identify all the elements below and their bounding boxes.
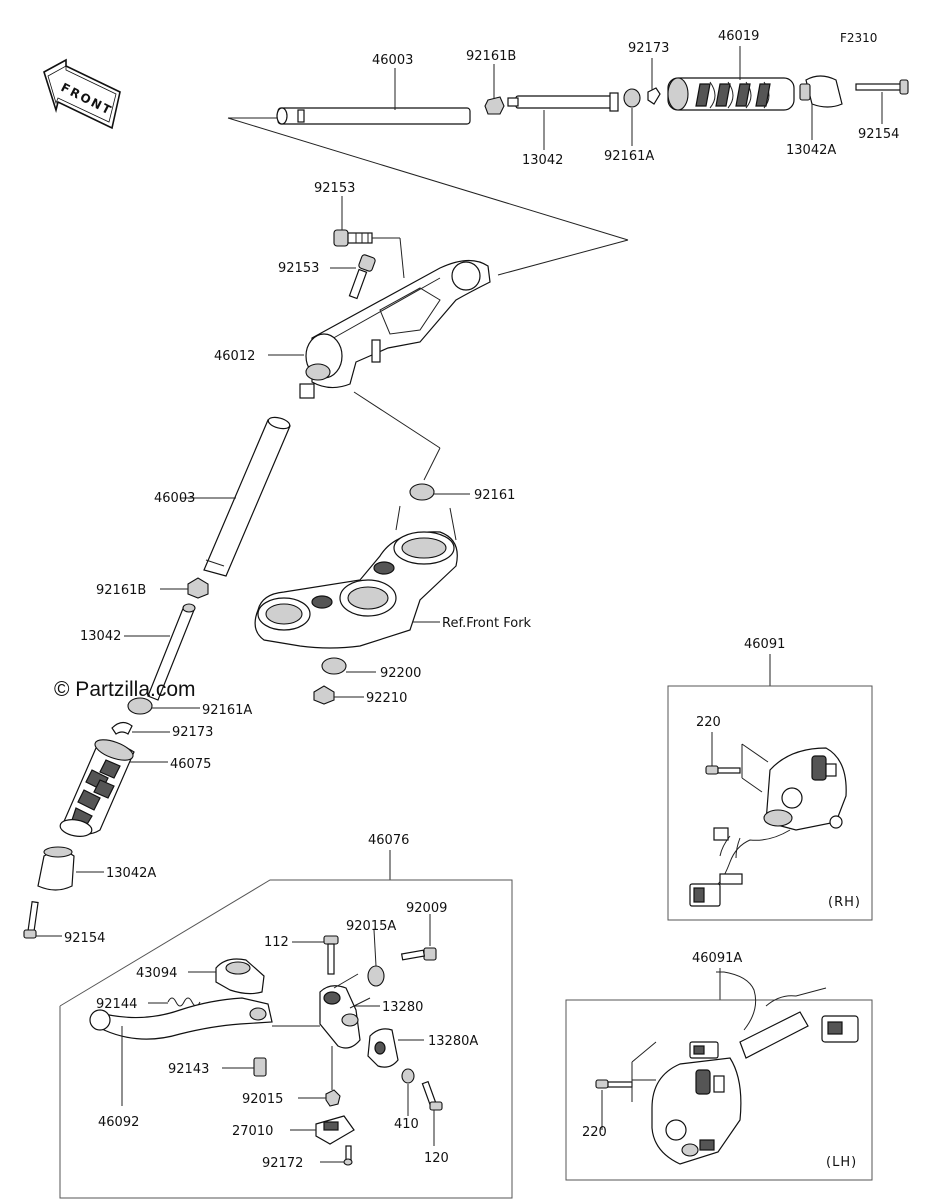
- label-92143: 92143: [168, 1062, 209, 1077]
- washer-92015a: [367, 929, 385, 987]
- bolt-220-lh: [595, 1079, 633, 1130]
- label-92161a-left: 92161A: [202, 703, 252, 718]
- label-92210: 92210: [366, 691, 407, 706]
- screw-92172: [320, 1145, 353, 1166]
- label-46091a: 46091A: [692, 951, 742, 966]
- label-rh: (RH): [828, 895, 861, 910]
- label-46092: 46092: [98, 1115, 139, 1130]
- washer-92200: [321, 657, 347, 675]
- lever-bracket-13280: [319, 973, 380, 1049]
- bar-end-weight-13042a-left: [37, 846, 104, 891]
- clip-92173-left: [111, 721, 133, 735]
- label-120: 120: [424, 1151, 449, 1166]
- label-13280a: 13280A: [428, 1034, 478, 1049]
- label-13280: 13280: [382, 1000, 423, 1015]
- label-92015a: 92015A: [346, 919, 396, 934]
- nut-92161b-left: [187, 577, 209, 599]
- bolt-92009: [400, 914, 437, 961]
- left-handlebar-assembly: [23, 416, 291, 939]
- rh-connector: [689, 827, 743, 907]
- label-92153-b: 92153: [278, 261, 319, 276]
- label-92015: 92015: [242, 1092, 283, 1107]
- label-92161: 92161: [474, 488, 515, 503]
- handlebar-holder: [311, 259, 491, 389]
- bolt-92154-left: [23, 901, 62, 939]
- bar-end-inner-weight-top: [515, 95, 613, 109]
- lh-switch-housing: [651, 1057, 742, 1165]
- washer-92161a-left: [127, 697, 153, 715]
- label-92154-top: 92154: [858, 127, 899, 142]
- label-92161b-top: 92161B: [466, 49, 516, 64]
- label-46003-top: 46003: [372, 53, 413, 68]
- grip-46075-left: [59, 739, 168, 837]
- lh-connector-small: [689, 1041, 719, 1059]
- label-112: 112: [264, 935, 289, 950]
- spring-92144: [148, 997, 201, 1007]
- bolt-220-rh: [705, 765, 741, 775]
- front-arrow-icon: FRONT: [43, 58, 121, 130]
- partzilla-watermark: © Partzilla.com: [54, 678, 196, 701]
- nut-92210: [313, 685, 335, 705]
- label-220-lh: 220: [582, 1125, 607, 1140]
- lh-switch-box: 46091A 220 (LH): [565, 951, 873, 1181]
- label-92200: 92200: [380, 666, 421, 681]
- clip-92173-top: [647, 87, 661, 105]
- label-92154-left: 92154: [64, 931, 105, 946]
- washer-92161a-top: [623, 88, 641, 108]
- label-92161a-top: 92161A: [604, 149, 654, 164]
- label-92144: 92144: [96, 997, 137, 1012]
- label-46076: 46076: [368, 833, 409, 848]
- rh-switch-box: 46091 220 (RH): [667, 637, 873, 921]
- label-46012: 46012: [214, 349, 255, 364]
- label-13042a-left: 13042A: [106, 866, 156, 881]
- figure-code: F2310: [840, 31, 877, 45]
- lh-switch-handlebar: [716, 971, 827, 1059]
- label-220-rh: 220: [696, 715, 721, 730]
- lever-cover-43094: [188, 958, 265, 995]
- nut-92015: [298, 1046, 341, 1107]
- label-46091: 46091: [744, 637, 785, 652]
- bolt-92154-top: [855, 79, 909, 95]
- bar-end-weight-13042a-top: [799, 75, 843, 108]
- screw-112: [292, 935, 339, 975]
- label-46019-top: 46019: [718, 29, 759, 44]
- label-43094: 43094: [136, 966, 177, 981]
- washer-410: [401, 1068, 415, 1116]
- label-13042a-top: 13042A: [786, 143, 836, 158]
- clamp-13280a: [367, 1028, 424, 1068]
- label-27010: 27010: [232, 1124, 273, 1139]
- lever-assembly-box: 46076: [59, 833, 513, 1199]
- bolt-92153-horizontal: [333, 229, 373, 247]
- nut-92161b-top: [484, 96, 505, 115]
- handlebar-holder-assembly: [268, 196, 491, 481]
- throttle-grip-top: [667, 77, 795, 111]
- label-92009: 92009: [406, 901, 447, 916]
- label-92173-top: 92173: [628, 41, 669, 56]
- label-92161b-left: 92161B: [96, 583, 146, 598]
- label-ref-front-fork: Ref.Front Fork: [442, 616, 532, 631]
- bolt-92153-angled: [348, 254, 376, 300]
- top-handlebar-assembly: [227, 46, 909, 276]
- label-13042-top: 13042: [522, 153, 563, 168]
- label-92153-a: 92153: [314, 181, 355, 196]
- label-92173-left: 92173: [172, 725, 213, 740]
- label-lh: (LH): [826, 1155, 857, 1170]
- washer-92161: [409, 483, 435, 501]
- switch-27010: [290, 1115, 355, 1145]
- upper-fork-bracket: [254, 483, 470, 705]
- handlebar-pipe-top: [277, 107, 471, 125]
- clutch-lever-46092: [89, 997, 320, 1106]
- label-92172: 92172: [262, 1156, 303, 1171]
- lh-connector-right: [821, 1015, 859, 1043]
- collar-92143: [222, 1057, 267, 1077]
- label-46003-left: 46003: [154, 491, 195, 506]
- label-13042-left: 13042: [80, 629, 121, 644]
- label-46075: 46075: [170, 757, 211, 772]
- screw-120: [421, 1080, 443, 1146]
- label-410: 410: [394, 1117, 419, 1132]
